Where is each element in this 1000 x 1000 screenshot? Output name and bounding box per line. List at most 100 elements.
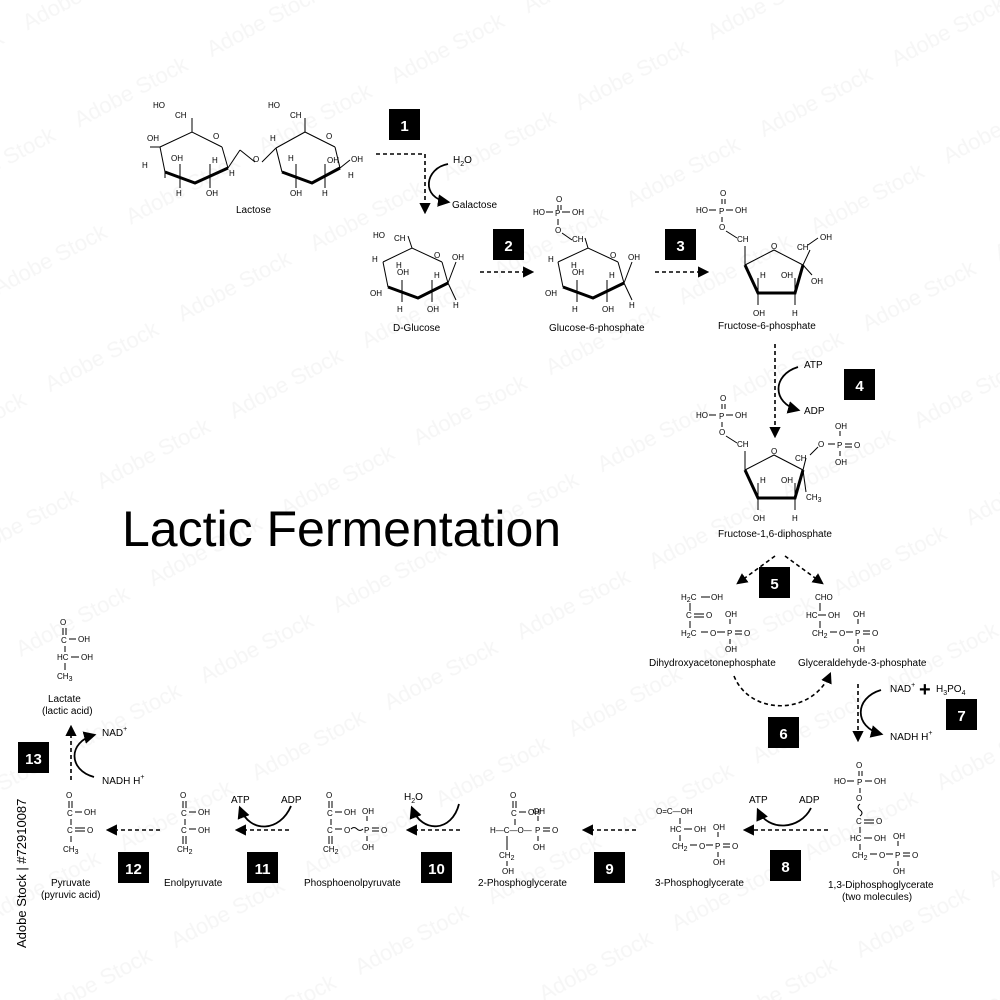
galactose-label: Galactose [452,200,497,211]
svg-text:OH: OH [533,843,545,852]
svg-text:4: 4 [855,378,864,395]
svg-text:OH: OH [147,134,159,143]
svg-text:OH: OH [735,411,747,420]
glyceraldehyde-3-phosphate-structure: CHO HC OH CH2 O P O OH OH [806,593,878,654]
svg-text:C: C [511,809,517,818]
step-4-cofactor-arrow [777,366,801,414]
svg-text:CHO: CHO [815,593,833,602]
svg-text:O: O [66,791,72,800]
svg-text:H: H [397,305,403,314]
svg-text:OH: OH [452,253,464,262]
svg-text:P: P [727,629,732,638]
svg-text:O: O [912,851,918,860]
svg-text:H: H [176,189,182,198]
svg-text:O: O [732,842,738,851]
ch2-enol: CH2 [177,845,193,856]
svg-text:8: 8 [781,859,789,876]
lactate-label-line2: (lactic acid) [42,706,93,717]
svg-text:H: H [434,271,440,280]
step-7-cofactor-arrow [859,689,884,738]
svg-text:H: H [792,309,798,318]
nadh-label-step-7: NADH H+ [890,730,932,743]
svg-text:H: H [609,271,615,280]
svg-text:OH: OH [206,189,218,198]
step-13-badge: 13 [18,742,49,773]
svg-text:OH: OH [351,155,363,164]
svg-text:OH: OH [572,208,584,217]
svg-text:H: H [760,271,766,280]
h2o-label: H2O [453,155,472,168]
svg-text:C: C [327,809,333,818]
step-1-badge: 1 [389,109,420,140]
glyceraldehyde-3-phosphate-label: Glyceraldehyde-3-phosphate [798,658,927,669]
svg-text:OH: OH [362,807,374,816]
svg-text:OH: OH [713,858,725,867]
svg-text:OH: OH [344,808,356,817]
svg-text:OH: OH [78,635,90,644]
svg-text:C: C [61,636,67,645]
svg-text:7: 7 [957,708,965,725]
svg-text:P: P [895,851,900,860]
svg-text:O: O [856,794,862,803]
svg-text:P: P [715,842,720,851]
svg-text:OH: OH [370,289,382,298]
svg-text:C: C [856,817,862,826]
svg-text:P: P [837,441,842,450]
h3po4-label: H3PO4 [936,684,966,697]
fructose-6-phosphate-label: Fructose-6-phosphate [718,321,816,332]
svg-text:O: O [610,251,616,260]
svg-text:OH: OH [711,593,723,602]
pyruvate-label-line2: (pyruvic acid) [41,890,100,901]
plus-sign: + [919,679,931,701]
svg-text:P: P [555,209,560,218]
svg-text:6: 6 [779,726,787,743]
lactate-label-line1: Lactate [48,694,81,705]
3-phosphoglycerate-label: 3-Phosphoglycerate [655,878,744,889]
svg-text:O: O [872,629,878,638]
svg-text:OH: OH [753,309,765,318]
svg-text:O: O [839,629,845,638]
3-phosphoglycerate-structure: O=C—OH HC OH CH2 O P O OH OH [656,807,738,867]
svg-text:O: O [706,611,712,620]
svg-text:H: H [142,161,148,170]
svg-text:O: O [60,618,66,627]
svg-text:P: P [364,826,369,835]
svg-text:OH: OH [735,206,747,215]
svg-text:OH: OH [198,826,210,835]
svg-text:O: O [556,195,562,204]
phosphoenolpyruvate-label: Phosphoenolpyruvate [304,878,401,889]
svg-text:OH: OH [502,867,514,876]
svg-text:O: O [555,226,561,235]
svg-text:OH: OH [874,834,886,843]
svg-text:O: O [854,441,860,450]
step-1-arrow [376,153,431,215]
svg-text:O: O [434,251,440,260]
svg-text:H: H [229,169,235,178]
svg-text:OH: OH [811,277,823,286]
svg-text:O: O [253,155,259,164]
svg-text:CH: CH [290,111,302,120]
ch3-pyruvate: CH3 [63,845,79,856]
cooh-3pg: O=C—OH [656,807,693,816]
svg-text:HO: HO [696,411,708,420]
svg-text:OH: OH [397,268,409,277]
svg-text:P: P [719,412,724,421]
svg-text:OH: OH [528,808,540,817]
svg-text:OH: OH [171,154,183,163]
svg-text:H: H [212,156,218,165]
adp-label-step-8: ADP [799,795,820,806]
glucose-6-phosphate-label: Glucose-6-phosphate [549,323,645,334]
d-glucose-label: D-Glucose [393,323,441,334]
svg-text:C: C [67,809,73,818]
svg-text:HO: HO [153,101,165,110]
svg-text:H: H [629,301,635,310]
svg-text:O: O [720,189,726,198]
svg-text:OH: OH [572,268,584,277]
svg-text:O: O [552,826,558,835]
svg-text:HC: HC [670,825,682,834]
pyruvate-label-line1: Pyruvate [51,878,91,889]
ch2-13dpg: CH2 [852,851,868,862]
svg-text:H: H [372,255,378,264]
svg-text:OH: OH [853,610,865,619]
svg-text:H: H [792,514,798,523]
